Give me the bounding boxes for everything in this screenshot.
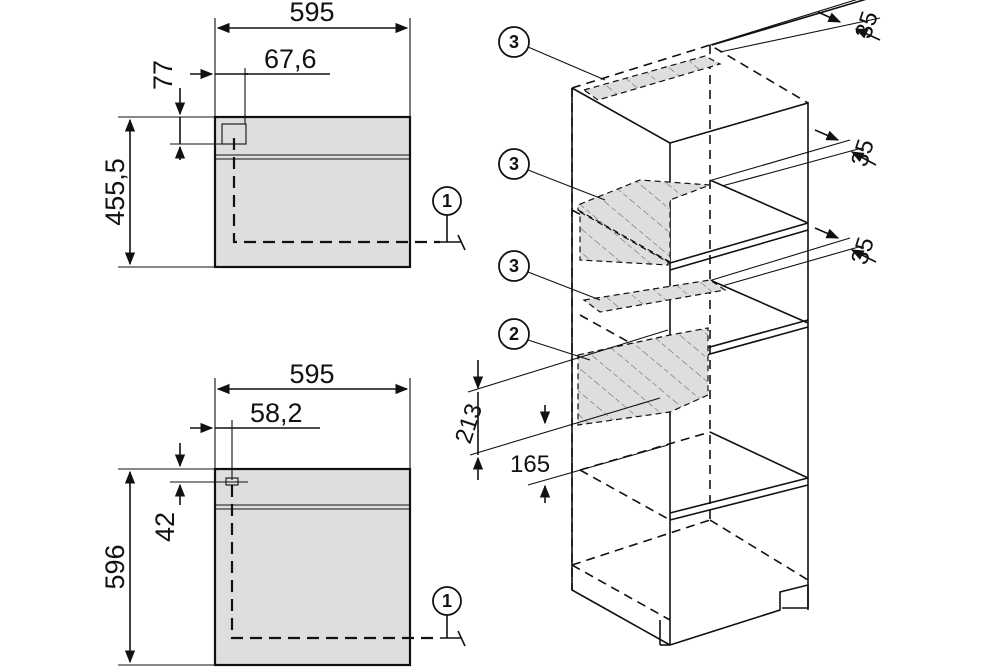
upper-vent-zone — [577, 179, 711, 264]
vent-height-label: 213 — [450, 400, 488, 446]
middle-vent-strip — [582, 279, 727, 313]
svg-text:3: 3 — [509, 32, 519, 52]
callout-3-lower — [498, 250, 530, 282]
svg-text:3: 3 — [509, 256, 519, 276]
vent-offset-label: 165 — [510, 451, 550, 478]
top-appliance-view: 595 67,6 77 455,5 1 — [100, 0, 466, 269]
top-width-label: 595 — [289, 0, 334, 27]
top-height-label: 455,5 — [100, 158, 130, 226]
top-cable-path — [232, 138, 440, 244]
bottom-width-label: 595 — [289, 359, 334, 389]
callout-3-top — [498, 26, 530, 58]
bottom-height-label: 596 — [100, 544, 130, 589]
top-gap-label: 77 — [148, 60, 178, 90]
callout-3-middle — [498, 148, 530, 180]
bottom-cable-path — [230, 485, 440, 640]
depth-label-bottom: 35 — [846, 234, 880, 268]
bottom-appliance-view: 595 58,2 42 596 1 — [100, 359, 466, 667]
top-vent-strip — [582, 55, 722, 101]
depth-dimensions — [709, 0, 881, 287]
cabinet-right-side — [669, 101, 809, 610]
cabinet-isometric: 35 35 35 213 165 3 3 3 2 — [450, 0, 884, 646]
top-appliance-body — [213, 115, 412, 269]
bottom-appliance-body — [213, 467, 412, 667]
bottom-gap-label: 42 — [150, 512, 180, 542]
bottom-callout-circle — [432, 586, 462, 616]
lower-vent-zone — [577, 327, 709, 426]
svg-text:3: 3 — [509, 154, 519, 174]
top-callout-number: 1 — [442, 191, 452, 211]
svg-text:2: 2 — [509, 324, 519, 344]
depth-label-top: 35 — [850, 8, 884, 42]
top-offset-label: 67,6 — [264, 44, 317, 74]
bottom-callout-number: 1 — [442, 591, 452, 611]
callout-2 — [498, 318, 530, 350]
bottom-offset-label: 58,2 — [250, 398, 303, 428]
top-callout-circle — [432, 186, 462, 216]
